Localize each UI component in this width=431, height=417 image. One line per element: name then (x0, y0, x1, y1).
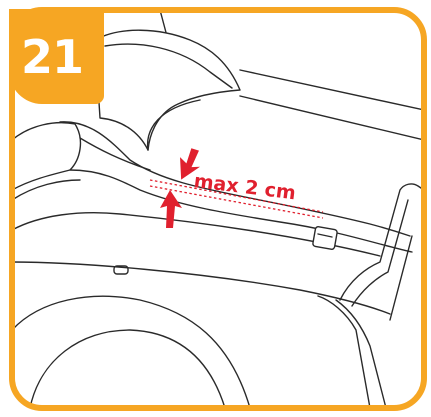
step-badge (9, 9, 104, 104)
side-frame-lower-2 (335, 299, 387, 408)
seat-base-front (12, 261, 391, 315)
lower-shell-inner (29, 329, 226, 408)
headrest-flap (94, 29, 241, 151)
panel-border (9, 7, 427, 411)
red-arrow-down-icon (180, 148, 201, 180)
side-frame-lower (317, 295, 371, 408)
line-art (12, 10, 424, 408)
measurement-guides (149, 179, 324, 219)
belt-clip (312, 226, 338, 250)
background-line (239, 69, 424, 111)
seat-shell-left-inner (12, 179, 81, 201)
side-frame-inner (351, 199, 409, 307)
headrest-inner (104, 43, 233, 89)
lower-shell (12, 295, 251, 408)
belt-strap-edge (79, 137, 151, 171)
lower-guide-line (149, 185, 324, 219)
side-frame (339, 183, 424, 301)
side-frame-edge (389, 235, 413, 321)
step-badge-corner (9, 9, 40, 40)
headrest-fold (146, 99, 201, 151)
upper-guide-line (149, 179, 324, 213)
seat-shell-left (12, 121, 82, 191)
belt-strap-lower (69, 169, 413, 253)
belt-clip-detail (317, 233, 333, 238)
base-slot (113, 265, 129, 275)
red-arrow-up-icon (160, 190, 182, 228)
background-line (239, 95, 424, 141)
